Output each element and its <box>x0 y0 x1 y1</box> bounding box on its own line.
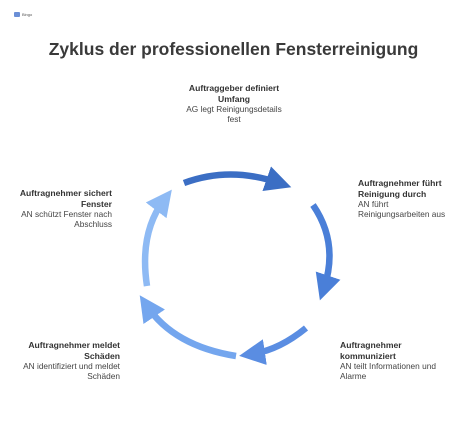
step-description: AN teilt Informationen und Alarme <box>340 361 436 381</box>
step-description: AN schützt Fenster nach Abschluss <box>21 209 112 229</box>
cycle-arrow-1 <box>182 166 292 192</box>
step-description: AN führt Reinigungsarbeiten aus <box>358 199 446 219</box>
step-secure-windows: Auftragnehmer sichert Fenster AN schützt… <box>14 188 112 229</box>
brand-logo: Bingo <box>14 12 32 17</box>
step-heading: Auftragnehmer führt Reinigung durch <box>358 178 442 199</box>
logo-text: Bingo <box>22 12 33 17</box>
step-communicate: Auftragnehmer kommuniziert AN teilt Info… <box>340 340 440 381</box>
step-heading: Auftragnehmer meldet Schäden <box>28 340 120 361</box>
cycle-arrow-3 <box>239 325 309 365</box>
step-heading: Auftragnehmer sichert Fenster <box>19 188 112 209</box>
cycle-arrow-5 <box>141 189 172 287</box>
step-description: AG legt Reinigungsdetails fest <box>186 104 282 124</box>
cycle-arrow-2 <box>310 203 341 301</box>
step-define-scope: Auftraggeber definiert Umfang AG legt Re… <box>184 83 284 124</box>
step-description: AN identifiziert und meldet Schäden <box>23 361 120 381</box>
diagram-title: Zyklus der professionellen Fensterreinig… <box>48 39 419 59</box>
logo-icon <box>14 12 20 17</box>
cycle-arrows <box>139 166 341 365</box>
cycle-arrow-4 <box>139 295 237 360</box>
step-report-damage: Auftragnehmer meldet Schäden AN identifi… <box>16 340 120 381</box>
step-perform-cleaning: Auftragnehmer führt Reinigung durch AN f… <box>358 178 454 219</box>
step-heading: Auftraggeber definiert Umfang <box>188 83 280 104</box>
cycle-diagram: Auftraggeber definiert Umfang AG legt Re… <box>14 83 454 408</box>
step-heading: Auftragnehmer kommuniziert <box>340 340 402 361</box>
